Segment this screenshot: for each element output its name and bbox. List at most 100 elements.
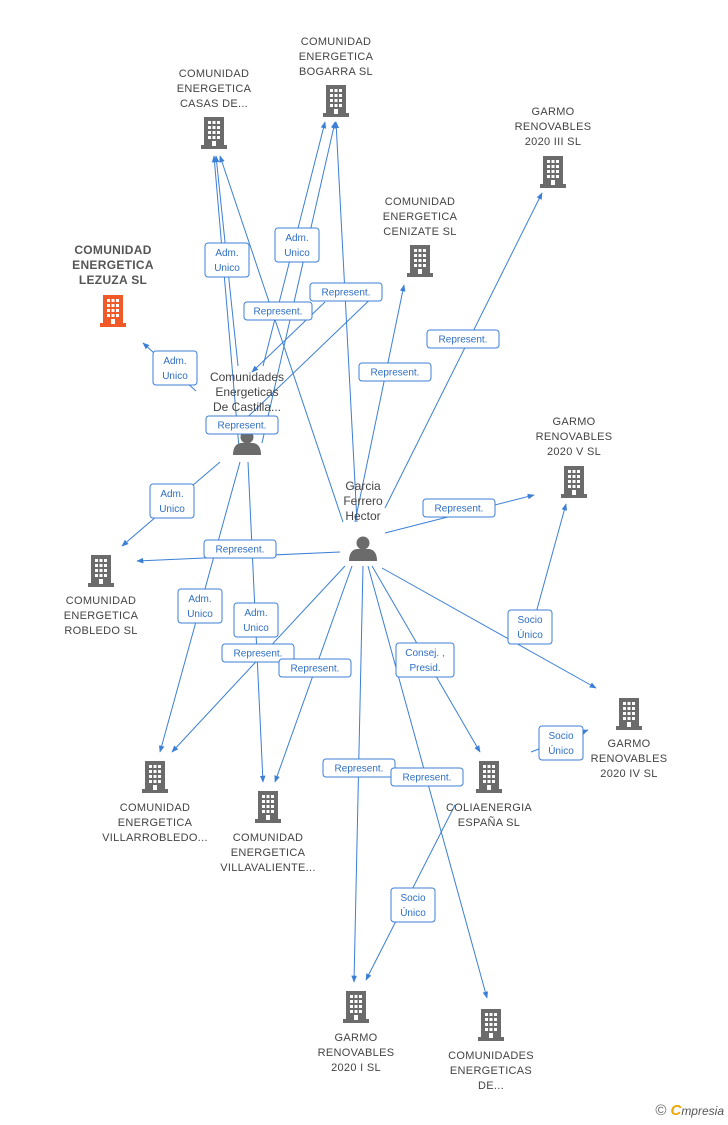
relation-tag[interactable]: Represent. <box>221 643 295 663</box>
brand-initial: C <box>670 1102 682 1119</box>
relation-tag-text: Unico <box>214 263 240 274</box>
relation-tag[interactable]: Adm.Unico <box>204 242 250 278</box>
relation-tag[interactable]: Adm.Unico <box>152 350 198 386</box>
relation-tag-text: Represent. <box>291 664 340 675</box>
company-node-villavaliente[interactable]: COMUNIDAD ENERGETICA VILLAVALIENTE... <box>220 791 316 874</box>
company-label: ENERGETICA <box>383 211 458 223</box>
brand-logo: ©Cmpresia <box>655 1102 724 1119</box>
relation-tag-text: Represent. <box>254 307 303 318</box>
company-label: COMUNIDAD <box>179 68 250 80</box>
person-label: Comunidades <box>210 370 284 384</box>
relation-tag-text: Adm. <box>285 233 308 244</box>
relation-tag[interactable]: Represent. <box>278 658 352 678</box>
building-icon <box>540 156 566 188</box>
relation-tag-box <box>358 362 432 382</box>
company-label: VILLARROBLEDO... <box>102 832 208 844</box>
relation-tag-text: Consej. , <box>405 648 444 659</box>
relation-tag[interactable]: Represent. <box>243 301 313 321</box>
company-label: ENERGETICA <box>177 83 252 95</box>
brand-name: mpresia <box>681 1104 724 1118</box>
company-label: VILLAVALIENTE... <box>220 862 316 874</box>
relation-tag-box <box>203 539 277 559</box>
relation-tag[interactable]: Adm.Unico <box>177 588 223 624</box>
company-label: COMUNIDADES <box>448 1050 534 1062</box>
relation-tag-text: Adm. <box>244 608 267 619</box>
person-icon <box>349 536 377 561</box>
building-icon <box>255 791 281 823</box>
company-label: DE... <box>478 1080 504 1092</box>
relation-tag-box <box>426 329 500 349</box>
relation-tag-box <box>278 658 352 678</box>
company-label: RENOVABLES <box>318 1047 395 1059</box>
relation-tag[interactable]: Represent. <box>422 498 496 518</box>
relation-tag[interactable]: Represent. <box>390 767 464 787</box>
company-label: GARMO <box>552 416 595 428</box>
company-label: ENERGETICA <box>72 258 154 272</box>
relation-tag[interactable]: Represent. <box>205 415 279 435</box>
company-label: ENERGETICA <box>64 610 139 622</box>
relation-tag-text: Único <box>517 628 543 641</box>
company-node-villarrobledo[interactable]: COMUNIDADENERGETICAVILLARROBLEDO... <box>102 761 208 844</box>
company-label: 2020 V SL <box>547 446 601 458</box>
relation-tag-text: Represent. <box>435 504 484 515</box>
company-label: COMUNIDAD <box>120 802 191 814</box>
relation-tag[interactable]: Represent. <box>309 282 383 302</box>
relation-tag-text: Unico <box>159 504 185 515</box>
relation-edge <box>261 121 337 444</box>
relation-tag[interactable]: Represent. <box>203 539 277 559</box>
company-label: COMUNIDAD <box>385 196 456 208</box>
relation-tag[interactable]: Represent. <box>322 758 396 778</box>
company-label: GARMO <box>531 106 574 118</box>
company-label: ENERGETICA <box>231 847 306 859</box>
relation-tag-text: Unico <box>284 248 310 259</box>
relation-tag-text: Represent. <box>439 335 488 346</box>
company-node-cenizate[interactable]: COMUNIDAD ENERGETICA CENIZATE SL <box>383 196 458 277</box>
relation-tag[interactable]: Consej. ,Presid. <box>395 642 455 678</box>
company-node-comunidades[interactable]: COMUNIDADESENERGETICASDE... <box>448 1009 534 1092</box>
relation-tag-box <box>149 483 195 519</box>
building-icon <box>478 1009 504 1041</box>
company-label: CENIZATE SL <box>383 226 456 238</box>
company-label: RENOVABLES <box>515 121 592 133</box>
relation-tag-text: Adm. <box>188 594 211 605</box>
company-label: COMUNIDAD <box>233 832 304 844</box>
relation-edge <box>381 567 597 689</box>
relation-edge <box>251 301 326 373</box>
company-label: ROBLEDO SL <box>64 625 137 637</box>
company-label: 2020 IV SL <box>600 768 657 780</box>
company-label: ESPAÑA SL <box>458 816 520 829</box>
relation-tag-text: Represent. <box>335 764 384 775</box>
relation-tag-text: Represent. <box>322 288 371 299</box>
relation-tag[interactable]: Represent. <box>426 329 500 349</box>
tags-layer: Adm.UnicoAdm.UnicoAdm.UnicoAdm.UnicoAdm.… <box>149 227 584 923</box>
relation-tag[interactable]: Adm.Unico <box>149 483 195 519</box>
building-icon <box>407 245 433 277</box>
building-icon <box>476 761 502 793</box>
relation-tag-text: Adm. <box>163 356 186 367</box>
relation-tag[interactable]: Represent. <box>358 362 432 382</box>
relation-tag[interactable]: Adm. Unico <box>274 227 320 263</box>
relation-edge <box>219 155 344 523</box>
company-label: ENERGETICA <box>299 51 374 63</box>
relation-tag-box <box>205 415 279 435</box>
relation-tag[interactable]: Adm.Unico <box>233 602 279 638</box>
person-label: Hector <box>345 509 380 523</box>
relation-edge <box>333 121 358 523</box>
relation-tag-text: Socio <box>517 615 542 626</box>
